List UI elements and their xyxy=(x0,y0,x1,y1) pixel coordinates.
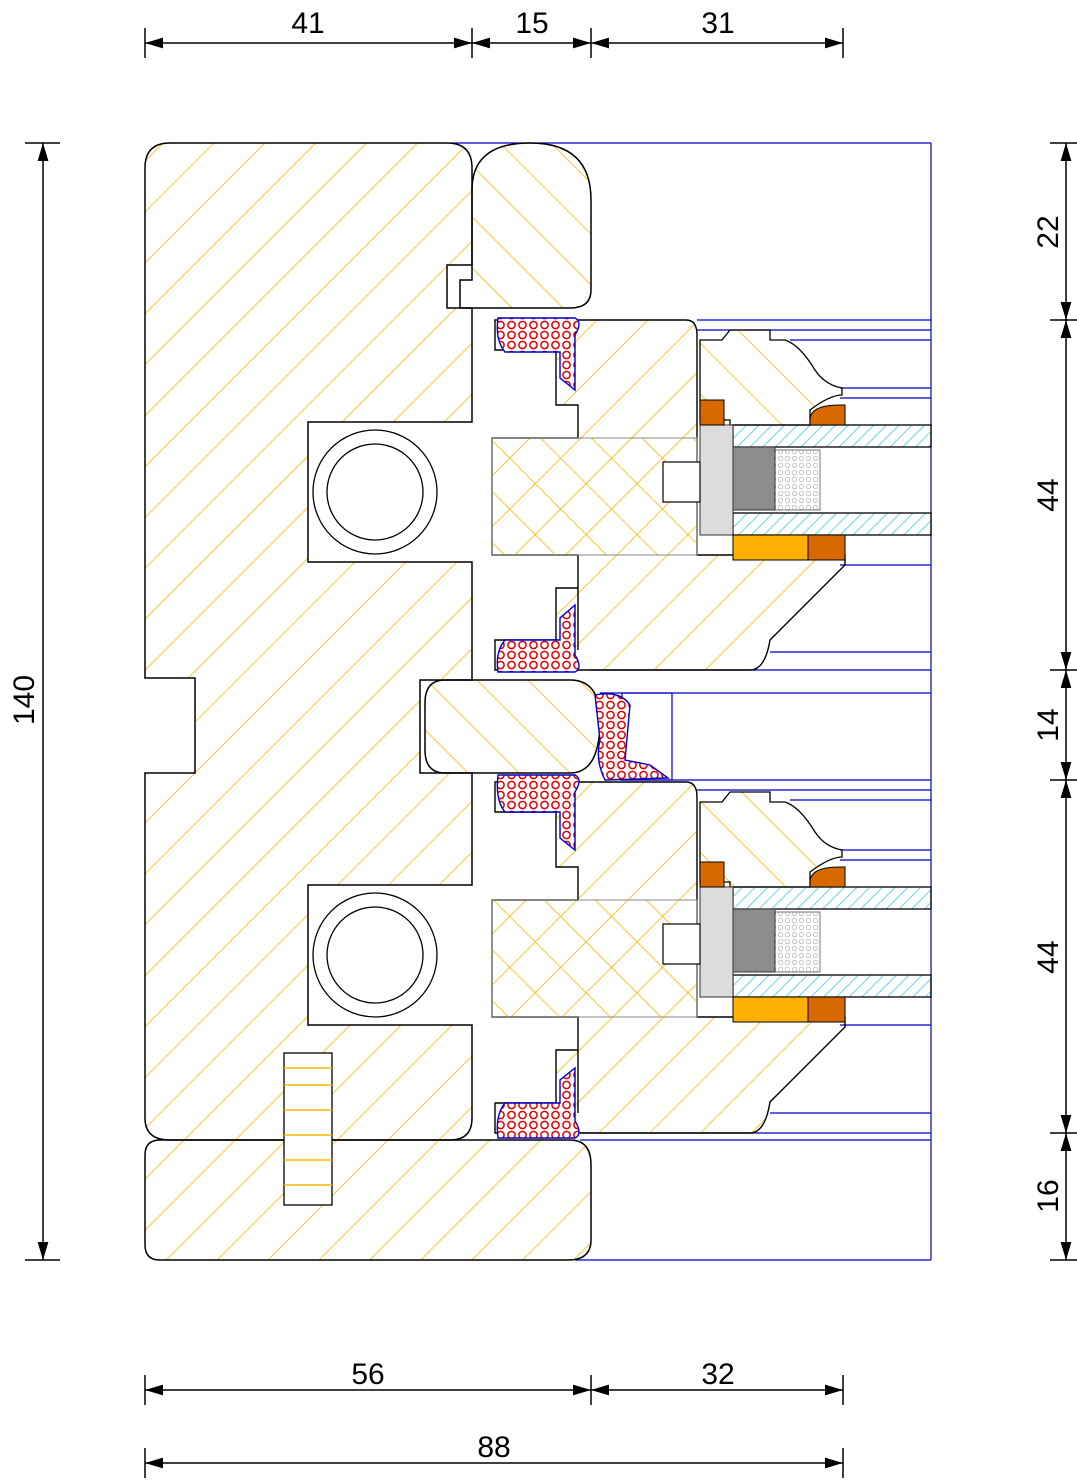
outer-frame-profile xyxy=(144,142,473,1141)
hardware-slot xyxy=(283,1052,333,1206)
lower-glazing-bead xyxy=(699,791,843,888)
upper-glazing-bead xyxy=(699,329,843,426)
right-dim-4: 44 xyxy=(1032,940,1065,973)
lower-spacer xyxy=(774,911,821,973)
middle-gasket xyxy=(594,693,671,781)
upper-glass-outer xyxy=(732,424,932,448)
top-dim-3: 31 xyxy=(701,7,734,40)
lower-gasket-bottom xyxy=(496,1066,580,1139)
lower-dowel xyxy=(312,892,438,1018)
bottom-dim-2: 32 xyxy=(701,1358,734,1391)
left-dimension xyxy=(25,142,60,1261)
lower-setting-block xyxy=(732,996,809,1023)
lower-sash xyxy=(491,781,932,1134)
upper-glass-inner xyxy=(732,512,932,536)
upper-dowel xyxy=(312,429,438,555)
top-bead-piece xyxy=(459,142,592,309)
middle-bead xyxy=(424,679,601,774)
top-dim-1: 41 xyxy=(291,7,324,40)
upper-setting-block xyxy=(732,534,809,561)
top-dimension-chain xyxy=(144,28,844,58)
lower-seal-top xyxy=(699,861,725,888)
upper-spacer xyxy=(774,449,821,511)
right-dimension-chain xyxy=(1050,142,1077,1261)
right-dim-1: 22 xyxy=(1032,215,1065,248)
reference-lines xyxy=(450,142,932,1261)
bottom-dimension-chain xyxy=(144,1375,844,1478)
top-dim-2: 15 xyxy=(515,7,548,40)
lower-glass-outer xyxy=(732,886,932,910)
upper-seal-top xyxy=(699,399,725,426)
upper-gasket-bottom xyxy=(496,603,580,673)
bottom-dim-total: 88 xyxy=(477,1431,510,1464)
right-dim-3: 14 xyxy=(1032,708,1065,741)
right-dim-5: 16 xyxy=(1032,1179,1065,1212)
bottom-sill xyxy=(144,1139,592,1261)
lower-gasket-top xyxy=(496,774,580,852)
lower-glass-inner xyxy=(732,974,932,998)
right-dim-2: 44 xyxy=(1032,478,1065,511)
left-dim-total: 140 xyxy=(8,675,41,725)
bottom-dim-1: 56 xyxy=(351,1358,384,1391)
upper-gasket-top xyxy=(496,317,580,392)
upper-sash xyxy=(491,319,932,671)
